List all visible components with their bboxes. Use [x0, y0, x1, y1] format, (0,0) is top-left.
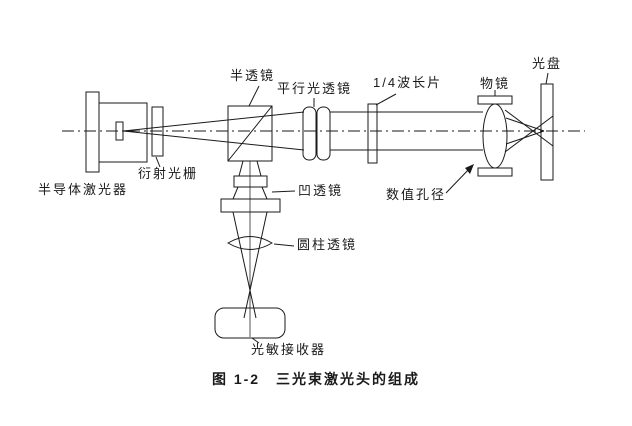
concave-lens-label: 凹透镜	[298, 183, 344, 198]
focus-beam-line-1	[504, 109, 554, 147]
beam-upper-line	[122, 111, 305, 132]
disc-leader-line	[545, 72, 549, 85]
collimating-lens-element-1	[302, 106, 317, 161]
semiconductor-laser-label: 半导体激光器	[38, 182, 129, 197]
diffraction-grating-label: 衍射光栅	[138, 166, 199, 181]
photo-receiver-shape	[214, 307, 286, 339]
down-beam-line-3	[232, 186, 239, 200]
concave-lens-element-shape	[233, 175, 268, 188]
down-beam-line-1	[238, 160, 244, 177]
focus-beam-line-3	[505, 117, 545, 132]
numerical-aperture-arrowhead	[465, 164, 474, 174]
beam-splitter-diagonal	[227, 105, 273, 162]
laser-flange-shape	[85, 91, 100, 173]
focus-beam-line-4	[505, 130, 545, 145]
objective-mount-bottom-shape	[477, 167, 513, 177]
cylindrical-lens-shape	[227, 236, 273, 250]
laser-body-shape	[98, 102, 148, 163]
optical-disc-shape	[540, 83, 554, 181]
photo-receiver-leader-line	[251, 337, 260, 344]
concave-lens-leader-line	[271, 190, 296, 193]
collimating-lens-label: 平行光透镜	[277, 81, 353, 96]
half-mirror-leader-line	[248, 85, 260, 107]
concave-lens-mount-shape	[220, 198, 281, 213]
grating-leader-line	[155, 156, 161, 168]
quarter-wave-leader-line	[375, 93, 397, 106]
numerical-aperture-arrow-line	[445, 166, 472, 194]
down-beam-line-4	[261, 186, 268, 200]
objective-mount-top-shape	[477, 95, 513, 105]
objective-lens-shape	[482, 103, 508, 169]
photo-receiver-label: 光敏接收器	[251, 342, 327, 357]
numerical-aperture-label: 数值孔径	[386, 187, 447, 202]
beam-lower-line	[122, 130, 305, 151]
down-beam-line-2	[256, 160, 262, 177]
objective-lens-label: 物镜	[480, 76, 511, 91]
grating-shape	[151, 106, 164, 157]
quarter-wave-plate-shape	[367, 103, 378, 164]
quarter-wave-plate-label: 1/4波长片	[373, 75, 443, 90]
cylindrical-lens-label: 圆柱透镜	[297, 237, 358, 252]
optical-disc-label: 光盘	[532, 56, 563, 71]
figure-caption: 图 1-2 三光束激光头的组成	[211, 371, 421, 387]
converging-beam-line-2	[243, 211, 268, 319]
converging-beam-line-1	[232, 211, 257, 319]
collimating-lens-element-2	[316, 106, 331, 161]
cylindrical-lens-leader-line	[273, 243, 295, 247]
half-mirror-label: 半透镜	[230, 68, 276, 83]
focus-beam-line-2	[504, 115, 554, 153]
